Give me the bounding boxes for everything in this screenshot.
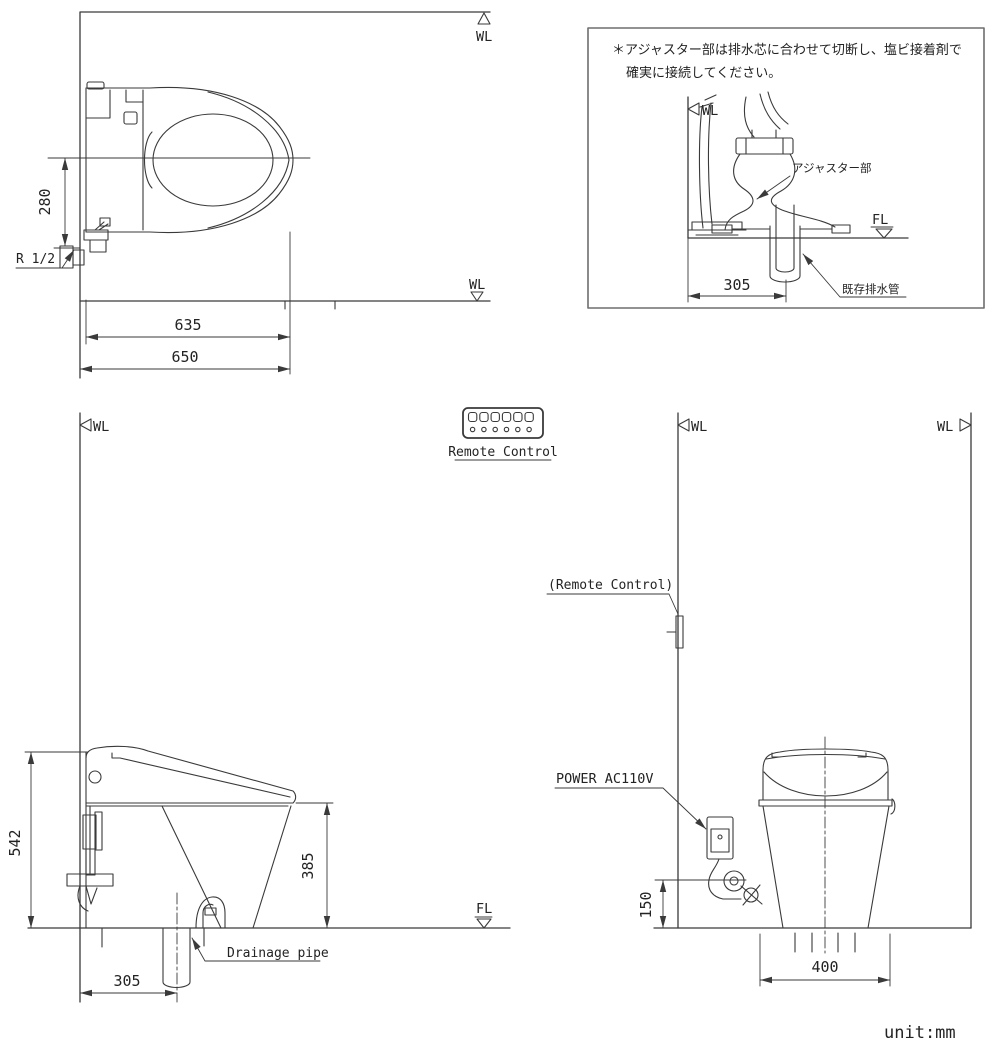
power-outlet: [706, 816, 742, 900]
note-box: ＊アジャスター部は排水芯に合わせて切断し、塩ビ接着剤で 確実に接続してください。: [587, 27, 985, 309]
existing-drain-pipe: [769, 225, 801, 283]
remote-body: [462, 407, 544, 439]
side-drainage-pipe: [162, 892, 191, 1003]
dim-635: [85, 231, 291, 375]
toilet-side-profile: [85, 745, 297, 948]
dim-280-value: 280: [36, 188, 54, 215]
note-box-border: [587, 27, 985, 309]
toilet-plan-outline: [85, 86, 294, 234]
note-text-line1: ＊アジャスター部は排水芯に合わせて切断し、塩ビ接着剤で: [612, 42, 962, 58]
front-wl-right-label: WL: [937, 419, 953, 435]
existing-pipe-label: 既存排水管: [842, 282, 900, 296]
plan-view: WL WL 280 R 1/2 635 650: [15, 11, 492, 379]
dim-650-value: 650: [171, 348, 198, 366]
dim-542: [24, 751, 89, 929]
fl-down-triangle-icon: [476, 918, 492, 929]
wall-remote-bracket: [546, 593, 684, 649]
note-text-line2: 確実に接続してください。: [626, 65, 781, 81]
dim-305-detail: [687, 237, 787, 303]
drainage-pipe-label: Drainage pipe: [227, 946, 329, 961]
fl-down-triangle-icon: [875, 228, 893, 239]
remote-control-icon: Remote Control: [448, 407, 558, 461]
wl-up-triangle-icon: [477, 12, 491, 25]
side-wl-label: WL: [93, 419, 109, 435]
dim-400: [759, 933, 891, 987]
dim-385-value: 385: [299, 852, 317, 879]
plan-wall-lines: [79, 11, 491, 379]
dim-635-value: 635: [174, 316, 201, 334]
existing-pipe-leader-line: [802, 253, 907, 298]
bowl-back-arc: [144, 131, 153, 189]
dim-400-value: 400: [811, 958, 838, 976]
toilet-lid-inner-arc: [207, 91, 290, 229]
wl-left-triangle-icon: [677, 418, 690, 432]
front-wl-left-label: WL: [691, 419, 707, 435]
dim-305-detail-value: 305: [723, 276, 750, 294]
dim-280: [53, 157, 81, 249]
tank-step-lines: [85, 89, 144, 119]
detail-wl-label: WL: [702, 103, 718, 119]
detail-fl-label: FL: [872, 212, 888, 228]
dim-385: [295, 802, 334, 929]
wl-right-triangle-icon: [959, 418, 972, 432]
front-remote-label: (Remote Control): [548, 578, 673, 593]
unit-label: unit:mm: [884, 1023, 956, 1043]
power-label: POWER AC110V: [556, 771, 654, 787]
power-plug: [723, 870, 763, 906]
plan-rear-tab: [86, 81, 105, 90]
detail-hoses: [743, 91, 789, 138]
dim-542-value: 542: [6, 829, 24, 856]
tank-detail-square: [123, 111, 138, 125]
toilet-front-outline: [758, 736, 896, 954]
side-fl-label: FL: [476, 901, 492, 917]
adjuster-label: アジャスター部: [792, 161, 871, 175]
plan-wl-ticks: [284, 300, 336, 310]
dim-305-side-value: 305: [113, 972, 140, 990]
remote-control-label: Remote Control: [448, 445, 558, 460]
front-view: WL WL (Remote Control) POWER AC110V 150 …: [546, 412, 972, 987]
side-supply-valve: [66, 805, 114, 912]
dim-150-value: 150: [637, 891, 655, 918]
detail-trap-pipe: [711, 129, 851, 283]
supply-label: R 1/2: [16, 252, 55, 267]
supply-leader-line: [15, 249, 75, 269]
plan-wl-top-label: WL: [476, 29, 492, 45]
drainage-leader-line: [191, 937, 321, 962]
wl-left-triangle-icon: [79, 418, 92, 432]
wl-down-triangle-icon: [470, 291, 484, 302]
power-leader-line: [554, 787, 707, 830]
side-view: WL FL 542 385 Drainage pipe 305: [6, 412, 511, 1003]
plan-wl-side-label: WL: [469, 277, 485, 293]
wl-left-triangle-icon: [687, 102, 700, 116]
remote-buttons: [467, 411, 534, 433]
adjuster-leader-line: [756, 175, 791, 200]
detail-toilet-back: [687, 94, 747, 236]
bowl-opening-ellipse: [152, 113, 274, 207]
